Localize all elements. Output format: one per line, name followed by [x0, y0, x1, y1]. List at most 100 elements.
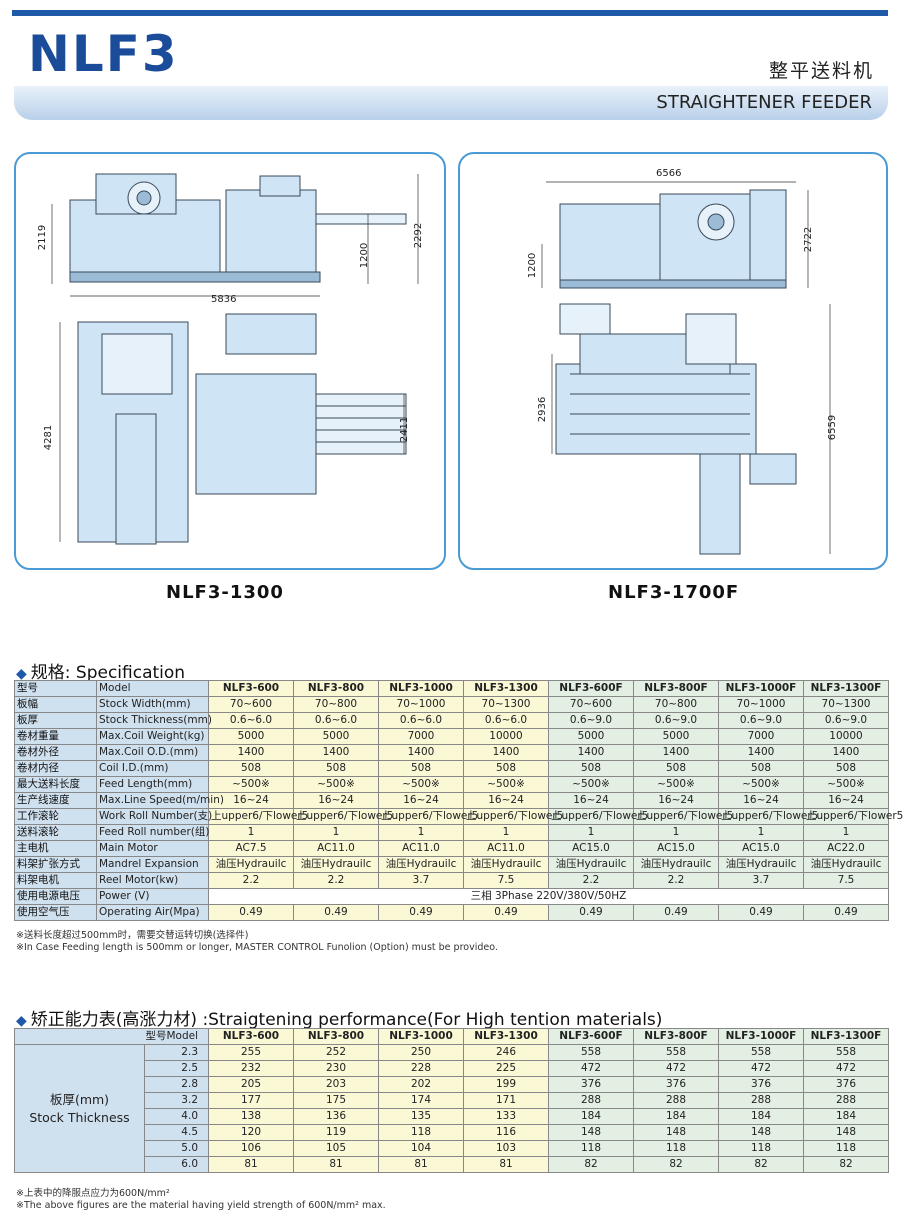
spec-label-cn: 送料滚轮: [14, 824, 97, 841]
spec-label-en: Max.Coil Weight(kg): [96, 728, 209, 745]
spec-cell: 508: [208, 760, 294, 777]
spec-cell: 上upper6/下lower5: [208, 808, 308, 825]
spec-cell: 16~24: [208, 792, 294, 809]
perf-cell: 184: [633, 1108, 719, 1125]
spec-label-cn: 卷材外径: [14, 744, 97, 761]
spec-cell: 70~600: [548, 696, 634, 713]
spec-cell: 1400: [718, 744, 804, 761]
spec-label-cn: 使用空气压: [14, 904, 97, 921]
spec-cell: 3.7: [378, 872, 464, 889]
spec-cell: AC7.5: [208, 840, 294, 857]
spec-label-en: Operating Air(Mpa): [96, 904, 209, 921]
spec-label-en: Model: [96, 680, 209, 697]
dim-height-left-f: 1200: [527, 252, 539, 279]
perf-cell: 82: [633, 1156, 719, 1173]
spec-cell: 1: [293, 824, 379, 841]
spec-cell: 1400: [463, 744, 549, 761]
spec-cell: 0.49: [803, 904, 889, 921]
perf-row-label-en: Stock Thickness: [29, 1109, 130, 1125]
machine-drawing-left: [51, 173, 419, 545]
spec-column-header: NLF3-800F: [633, 680, 719, 697]
spec-cell: ~500※: [803, 776, 889, 793]
perf-cell: 136: [293, 1108, 379, 1125]
spec-cell: 上upper6/下lower5: [293, 808, 393, 825]
model-label-left: NLF3-1300: [166, 582, 284, 603]
spec-column-header: NLF3-600F: [548, 680, 634, 697]
spec-cell: 油压Hydrauilc: [633, 856, 719, 873]
spec-cell: 0.6~6.0: [208, 712, 294, 729]
spec-cell: 0.6~9.0: [633, 712, 719, 729]
spec-column-header: NLF3-1300F: [803, 680, 889, 697]
spec-cell: 0.6~9.0: [548, 712, 634, 729]
perf-cell: 148: [548, 1124, 634, 1141]
perf-cell: 105: [293, 1140, 379, 1157]
spec-cell: 7.5: [463, 872, 549, 889]
spec-label-cn: 卷材重量: [14, 728, 97, 745]
spec-cell: 16~24: [803, 792, 889, 809]
spec-column-header: NLF3-1000F: [718, 680, 804, 697]
title-banner: STRAIGHTENER FEEDER: [14, 86, 888, 120]
spec-cell: 1400: [208, 744, 294, 761]
perf-thickness: 4.0: [144, 1108, 209, 1125]
spec-label-cn: 卷材内径: [14, 760, 97, 777]
spec-cell: 0.49: [633, 904, 719, 921]
dim-plan-right: 2411: [399, 416, 411, 443]
perf-cell: 376: [548, 1076, 634, 1093]
spec-note: ※送料长度超过500mm时，需要交替运转切换(选择件) ※In Case Fee…: [16, 930, 498, 954]
perf-cell: 288: [803, 1092, 889, 1109]
spec-label-cn: 型号: [14, 680, 97, 697]
spec-cell: 5000: [548, 728, 634, 745]
perf-cell: 106: [208, 1140, 294, 1157]
perf-cell: 104: [378, 1140, 464, 1157]
spec-cell: 1: [378, 824, 464, 841]
perf-cell: 199: [463, 1076, 549, 1093]
spec-cell: 2.2: [548, 872, 634, 889]
dim-height-mid: 1200: [359, 242, 371, 269]
perf-cell: 558: [718, 1044, 804, 1061]
perf-cell: 81: [208, 1156, 294, 1173]
spec-cell: 1400: [293, 744, 379, 761]
perf-row-label: 板厚(mm) Stock Thickness: [14, 1044, 145, 1173]
perf-thickness: 2.3: [144, 1044, 209, 1061]
spec-label-cn: 板厚: [14, 712, 97, 729]
spec-cell: ~500※: [378, 776, 464, 793]
spec-cell: 70~1000: [718, 696, 804, 713]
spec-cell: 0.49: [718, 904, 804, 921]
perf-thickness: 2.8: [144, 1076, 209, 1093]
perf-cell: 120: [208, 1124, 294, 1141]
perf-column-header: NLF3-600F: [548, 1028, 634, 1045]
perf-column-header: NLF3-800F: [633, 1028, 719, 1045]
perf-cell: 118: [633, 1140, 719, 1157]
perf-row-label-cn: 板厚(mm): [49, 1091, 110, 1107]
top-rule: [12, 10, 888, 16]
spec-cell: 1400: [803, 744, 889, 761]
spec-label-cn: 生产线速度: [14, 792, 97, 809]
drawing-panel-right: 6566 1200 2722 2936 6559: [458, 152, 888, 570]
spec-cell: 508: [718, 760, 804, 777]
perf-cell: 116: [463, 1124, 549, 1141]
spec-note-cn: ※送料长度超过500mm时，需要交替运转切换(选择件): [16, 930, 249, 941]
perf-column-header: NLF3-1300F: [803, 1028, 889, 1045]
spec-cell: 0.49: [208, 904, 294, 921]
spec-cell: 上upper6/下lower5: [718, 808, 818, 825]
perf-cell: 225: [463, 1060, 549, 1077]
spec-cell: 70~600: [208, 696, 294, 713]
perf-cell: 558: [633, 1044, 719, 1061]
spec-label-cn: 主电机: [14, 840, 97, 857]
spec-cell: 1400: [378, 744, 464, 761]
perf-note-en: ※The above figures are the material havi…: [16, 1200, 386, 1211]
